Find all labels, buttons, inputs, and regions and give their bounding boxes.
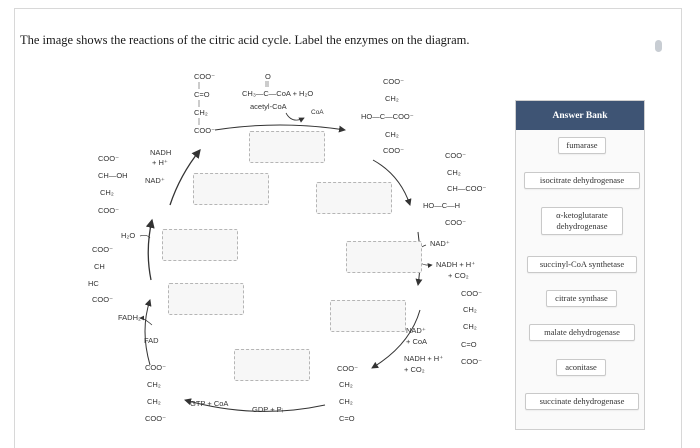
citrate-line-5: COO⁻ <box>383 146 404 155</box>
coa-release-arrow <box>285 112 305 123</box>
chip-succinate-dehydrogenase[interactable]: succinate dehydrogenase <box>525 393 639 410</box>
succinate-line-4: COO⁻ <box>145 414 166 423</box>
acetyl-coa-carbonyl-o: O <box>265 72 271 81</box>
succinyl-coa-synthetase-slot[interactable] <box>234 349 310 381</box>
citric-acid-cycle-diagram: COO⁻ C=O CH₂ COO⁻ O CH₃—C—CoA + H₂O acet… <box>88 72 486 423</box>
citrate-line-1: COO⁻ <box>383 77 404 86</box>
succinate-dehydrogenase-arrow <box>144 299 152 366</box>
succinyl-coa-line-2: CH₂ <box>339 380 353 389</box>
fadh2-out-arrow <box>139 315 153 326</box>
citrate-line-2: CH₂ <box>385 94 399 103</box>
malate-line-4: COO⁻ <box>98 206 119 215</box>
co2-output-2: + CO₂ <box>404 365 425 374</box>
isocitrate-line-1: COO⁻ <box>445 151 466 160</box>
succinyl-coa-line-3: CH₂ <box>339 397 353 406</box>
acetyl-coa-formula: CH₃—C—CoA + H₂O <box>242 89 313 98</box>
chip-isocitrate-dehydrogenase[interactable]: isocitrate dehydrogenase <box>524 172 640 189</box>
alpha-kg-dehydrogenase-slot[interactable] <box>330 300 406 332</box>
oxaloacetate-line-1: COO⁻ <box>194 72 215 81</box>
answer-bank: Answer Bank fumarase isocitrate dehydrog… <box>515 100 645 430</box>
nadh-output-3: NADH <box>150 148 171 157</box>
nad-input-3: NAD⁺ <box>145 176 165 185</box>
isocitrate-line-3: CH—COO⁻ <box>447 184 486 193</box>
fadh2-label: FADH₂ <box>118 313 141 322</box>
alpha-kg-dehydrogenase-arrow <box>371 309 421 369</box>
fumarate: COO⁻ CH HC COO⁻ <box>88 245 113 304</box>
malate-dehydrogenase-arrow <box>169 148 201 206</box>
chip-malate-dehydrogenase[interactable]: malate dehydrogenase <box>529 324 635 341</box>
succinyl-coa-synthetase-arrow <box>184 398 326 412</box>
fumarate-line-2: CH <box>94 262 105 271</box>
isocitrate-dehydrogenase-slot[interactable] <box>346 241 422 273</box>
acetyl-coa-label: acetyl-CoA <box>250 102 287 111</box>
water-input-label: H₂O <box>121 231 135 240</box>
water-in-arrow <box>139 234 151 239</box>
alpha-kg-line-3: CH₂ <box>463 322 477 331</box>
fumarate-line-4: COO⁻ <box>92 295 113 304</box>
malate-line-3: CH₂ <box>100 188 114 197</box>
malate-line-1: COO⁻ <box>98 154 119 163</box>
citrate-synthase-slot[interactable] <box>249 131 325 163</box>
succinyl-coa-line-1: COO⁻ <box>337 364 358 373</box>
isocitrate-line-2: CH₂ <box>447 168 461 177</box>
fumarase-slot[interactable] <box>162 229 238 261</box>
alpha-kg-line-1: COO⁻ <box>461 289 482 298</box>
fumarate-line-1: COO⁻ <box>92 245 113 254</box>
oxaloacetate-line-4: COO⁻ <box>194 126 215 135</box>
alpha-kg-line-2: CH₂ <box>463 305 477 314</box>
oxaloacetate-line-3: CH₂ <box>194 108 208 117</box>
question-text: The image shows the reactions of the cit… <box>20 33 470 47</box>
malate-dehydrogenase-slot[interactable] <box>193 173 269 205</box>
malate: COO⁻ CH—OH CH₂ COO⁻ <box>98 154 128 215</box>
citrate-synthase-arrow <box>214 124 346 133</box>
alpha-kg-line-5: COO⁻ <box>461 357 482 366</box>
chip-succinyl-coa-synthetase[interactable]: succinyl-CoA synthetase <box>527 256 637 273</box>
isocitrate-line-4: HO—C—H <box>423 201 460 210</box>
scroll-indicator[interactable] <box>655 40 662 52</box>
succinate-dehydrogenase-slot[interactable] <box>168 283 244 315</box>
gtp-coa-label: GTP + CoA <box>190 399 228 408</box>
co2-output-1: + CO₂ <box>448 271 469 280</box>
succinate: COO⁻ CH₂ CH₂ COO⁻ <box>145 363 166 423</box>
alpha-kg-line-4: C=O <box>461 340 477 349</box>
citrate-line-3: HO—C—COO⁻ <box>361 112 414 121</box>
succinate-line-1: COO⁻ <box>145 363 166 372</box>
oxaloacetate: COO⁻ C=O CH₂ COO⁻ <box>194 72 215 135</box>
nad-input-1: NAD⁺ <box>430 239 450 248</box>
chip-citrate-synthase[interactable]: citrate synthase <box>546 290 617 307</box>
answer-bank-title: Answer Bank <box>516 101 644 130</box>
nad-input-2: NAD⁺ <box>406 326 426 335</box>
chip-alpha-kg-dehydrogenase[interactable]: α-ketoglutarate dehydrogenase <box>541 207 623 235</box>
succinate-line-2: CH₂ <box>147 380 161 389</box>
malate-line-2: CH—OH <box>98 171 128 180</box>
gdp-pi-label: GDP + Pᵢ <box>252 405 283 414</box>
oxaloacetate-line-2: C=O <box>194 90 210 99</box>
fumarase-arrow <box>145 218 155 281</box>
fumarate-line-3: HC <box>88 279 99 288</box>
succinyl-coa: COO⁻ CH₂ CH₂ C=O <box>337 364 358 423</box>
succinyl-coa-line-4: C=O <box>339 414 355 423</box>
nadh-output-1: NADH + H⁺ <box>436 260 475 269</box>
chip-fumarase[interactable]: fumarase <box>558 137 606 154</box>
h-output-3: + H⁺ <box>152 158 168 167</box>
coa-input-2: + CoA <box>406 337 427 346</box>
coa-released-label: CoA <box>311 109 324 116</box>
aconitase-slot[interactable] <box>316 182 392 214</box>
chip-aconitase[interactable]: aconitase <box>556 359 606 376</box>
isocitrate: COO⁻ CH₂ CH—COO⁻ HO—C—H COO⁻ <box>423 151 486 227</box>
fad-label: FAD <box>144 336 159 345</box>
citrate-line-4: CH₂ <box>385 130 399 139</box>
acetyl-coa: O CH₃—C—CoA + H₂O acetyl-CoA CoA <box>242 72 324 116</box>
succinate-line-3: CH₂ <box>147 397 161 406</box>
aconitase-arrow <box>372 159 412 206</box>
isocitrate-line-5: COO⁻ <box>445 218 466 227</box>
citrate: COO⁻ CH₂ HO—C—COO⁻ CH₂ COO⁻ <box>361 77 414 155</box>
nadh-output-2: NADH + H⁺ <box>404 354 443 363</box>
alpha-ketoglutarate: COO⁻ CH₂ CH₂ C=O COO⁻ <box>461 289 482 366</box>
